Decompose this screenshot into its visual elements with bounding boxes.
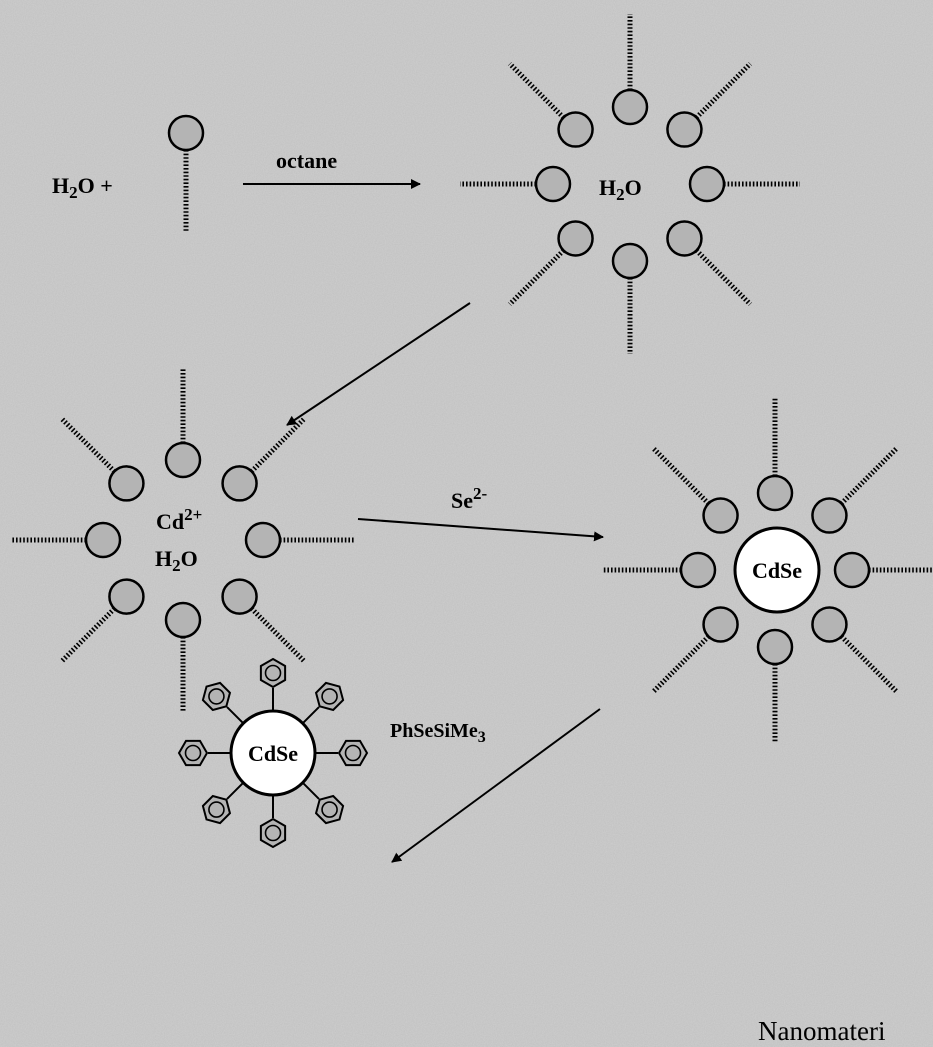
surfactant-head-icon xyxy=(679,551,717,589)
arrow-to-cd-micelle xyxy=(286,302,471,426)
micelle2-cd-label: Cd2+ xyxy=(156,505,202,534)
phenyl-ring-icon xyxy=(201,794,232,825)
phenyl-aromatic-circle xyxy=(344,744,362,762)
phenyl-ring-icon xyxy=(337,739,369,767)
phenyl-aromatic-circle xyxy=(264,664,282,682)
phenyl-hexagon xyxy=(259,817,287,849)
surfactant-head-icon xyxy=(702,497,739,534)
hydrocarbon-tail xyxy=(651,446,711,506)
surfactant-head-icon xyxy=(611,242,649,280)
surfactant-head-icon xyxy=(688,165,726,203)
phenyl-aromatic-circle xyxy=(264,824,282,842)
phenyl-ring-icon xyxy=(259,817,287,849)
surfactant-head-icon xyxy=(534,165,572,203)
phenyl-ring-icon xyxy=(177,739,209,767)
phenyl-hexagon xyxy=(201,794,232,825)
reactant-label: H2O + xyxy=(52,173,113,202)
cdse-core-label: CdSe xyxy=(752,558,802,583)
ligand-bond xyxy=(226,706,245,725)
phsesime3-label: PhSeSiMe3 xyxy=(390,720,486,746)
hydrocarbon-tail xyxy=(59,416,117,474)
surfactant-head-icon xyxy=(756,628,794,666)
micelle2-water-label: H2O xyxy=(155,546,198,575)
phenyl-ring-icon xyxy=(259,657,287,689)
surfactant-head-icon xyxy=(557,111,594,148)
phenyl-hexagon xyxy=(259,657,287,689)
surfactant-head-icon xyxy=(756,474,794,512)
ligand-bond xyxy=(226,781,245,800)
surfactant-head-icon xyxy=(811,606,848,643)
surfactant-head-icon xyxy=(221,465,258,502)
phenyl-aromatic-circle xyxy=(321,801,338,818)
phenyl-ring-icon xyxy=(201,681,232,712)
hydrocarbon-tail xyxy=(249,416,307,474)
surfactant-head-icon xyxy=(557,220,594,257)
surfactant-head-icon xyxy=(702,606,739,643)
phenyl-aromatic-circle xyxy=(208,688,225,705)
micelle1-core-label: H2O xyxy=(599,175,642,204)
phenyl-hexagon xyxy=(201,681,232,712)
arrow-se xyxy=(357,518,604,542)
surfactant-head-icon xyxy=(167,114,205,152)
cdse-core xyxy=(733,526,821,614)
product-core-label: CdSe xyxy=(248,741,298,766)
phenyl-hexagon xyxy=(314,794,345,825)
surfactant-head-icon xyxy=(666,111,703,148)
se-label: Se2- xyxy=(451,484,488,513)
phenyl-aromatic-circle xyxy=(208,801,225,818)
phenyl-hexagon xyxy=(337,739,369,767)
phenyl-ring-icon xyxy=(314,794,345,825)
surfactant-head-icon xyxy=(84,521,122,559)
phenyl-aromatic-circle xyxy=(184,744,202,762)
phenyl-ring-icon xyxy=(314,681,345,712)
ligand-bond xyxy=(301,781,320,800)
surfactant-head-icon xyxy=(244,521,282,559)
ligand-bond xyxy=(301,706,320,725)
phenyl-hexagon xyxy=(177,739,209,767)
arrow-phsesime3 xyxy=(391,708,601,863)
phenyl-aromatic-circle xyxy=(321,688,338,705)
surfactant-head-icon xyxy=(164,441,202,479)
phenyl-hexagon xyxy=(314,681,345,712)
surfactant-head-icon xyxy=(833,551,871,589)
surfactant-head-icon xyxy=(164,601,202,639)
surfactant-head-icon xyxy=(221,578,258,615)
hydrocarbon-tail xyxy=(839,634,899,694)
hydrocarbon-tail xyxy=(651,634,711,694)
hydrocarbon-tail xyxy=(249,606,307,664)
caption-text: Nanomateri xyxy=(758,1016,885,1046)
hydrocarbon-tail xyxy=(839,446,899,506)
surfactant-head-icon xyxy=(108,578,145,615)
octane-label: octane xyxy=(276,148,337,173)
surfactant-head-icon xyxy=(611,88,649,126)
surfactant-head-icon xyxy=(811,497,848,534)
hydrocarbon-tail xyxy=(59,606,117,664)
surfactant-head-icon xyxy=(666,220,703,257)
surfactant-head-icon xyxy=(108,465,145,502)
